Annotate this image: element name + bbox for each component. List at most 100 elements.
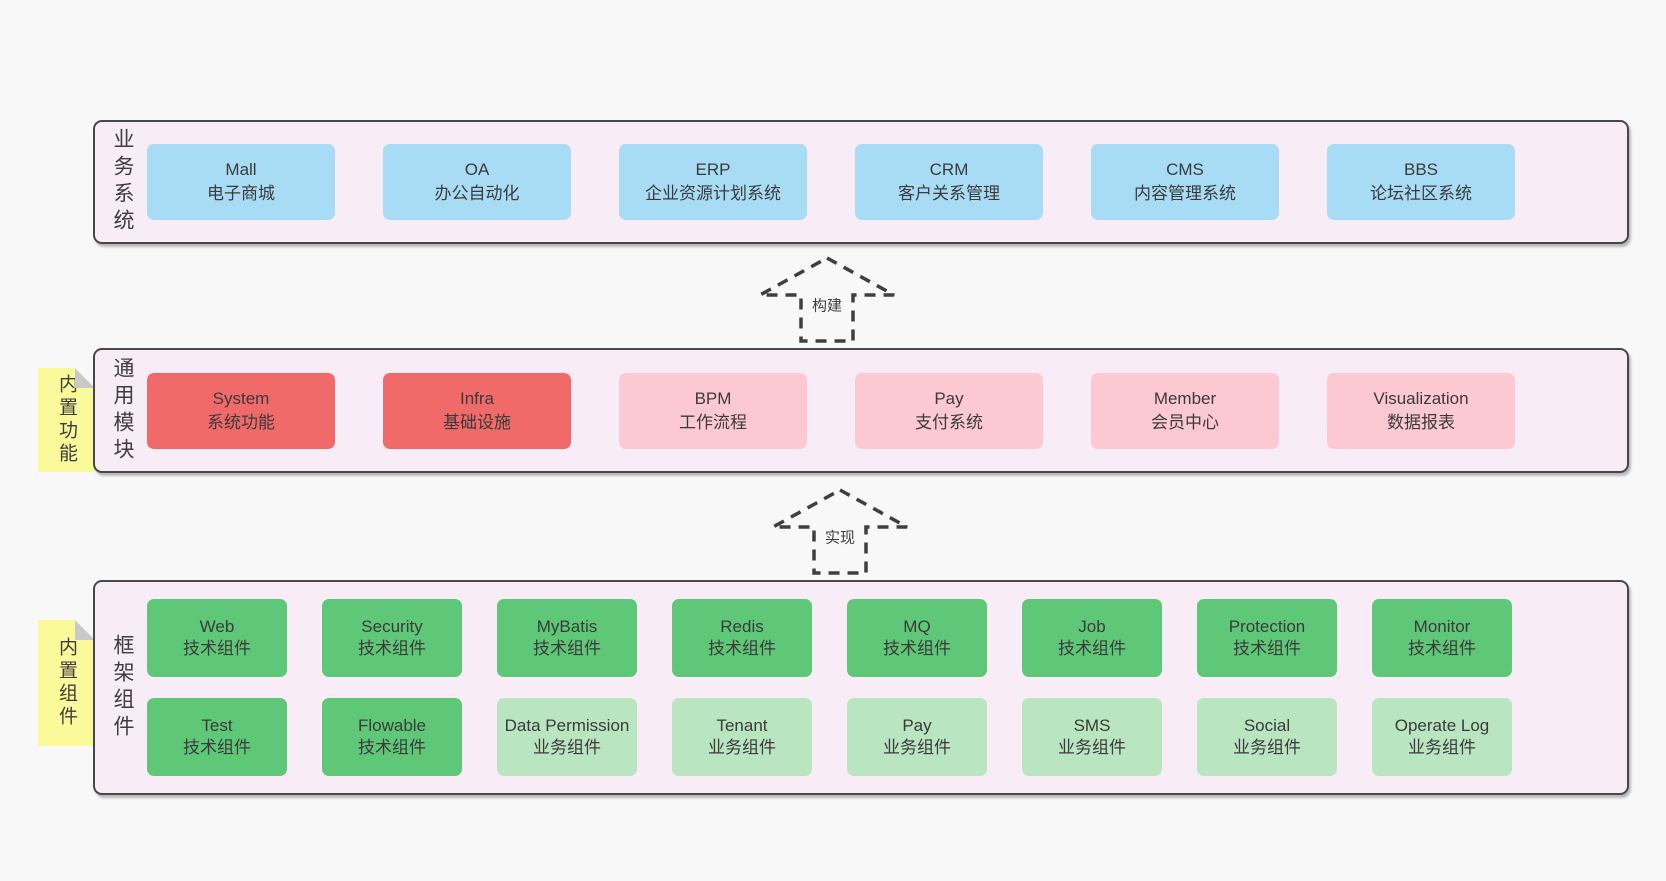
box-mall: Mall 电子商城: [147, 144, 335, 220]
box-member: Member 会员中心: [1091, 372, 1279, 449]
box-name: MQ: [903, 617, 931, 636]
box-name: System: [212, 388, 270, 408]
box-name: Protection: [1228, 617, 1306, 636]
box-desc: 内容管理系统: [1134, 184, 1236, 203]
box-mybatis: MyBatis 技术组件: [497, 599, 637, 677]
box-name: MyBatis: [536, 617, 598, 636]
box-protection: Protection 技术组件: [1197, 599, 1337, 677]
arrow-label: 实现: [821, 525, 859, 549]
box-desc: 数据报表: [1387, 412, 1455, 432]
box-desc: 工作流程: [679, 412, 747, 432]
box-flowable: Flowable 技术组件: [322, 698, 462, 776]
box-desc: 会员中心: [1151, 412, 1219, 432]
box-name: Flowable: [357, 716, 427, 735]
arrow-build: 构建: [757, 254, 897, 345]
sticky-note-builtin-features: 内置功能: [38, 368, 95, 472]
box-desc: 支付系统: [915, 412, 983, 432]
box-desc: 技术组件: [883, 639, 951, 658]
box-desc: 企业资源计划系统: [645, 184, 781, 203]
box-name: Social: [1243, 716, 1291, 735]
box-name: Mall: [225, 160, 257, 179]
sticky-note-builtin-components: 内置组件: [38, 620, 95, 746]
box-desc: 技术组件: [358, 738, 426, 757]
box-tenant: Tenant 业务组件: [672, 698, 812, 776]
box-desc: 业务组件: [1058, 738, 1126, 757]
box-test: Test 技术组件: [147, 698, 287, 776]
box-name: Pay: [902, 716, 932, 735]
box-pay-component: Pay 业务组件: [847, 698, 987, 776]
box-data-permission: Data Permission 业务组件: [497, 698, 637, 776]
box-name: Monitor: [1413, 617, 1471, 636]
box-name: Test: [201, 716, 233, 735]
box-desc: 技术组件: [1233, 639, 1301, 658]
box-row: System 系统功能 Infra 基础设施 BPM 工作流程 Pay 支付系统…: [147, 350, 1515, 471]
layer-title-text: 通用模块: [111, 356, 134, 465]
layer-title: 通用模块: [105, 350, 139, 471]
box-crm: CRM 客户关系管理: [855, 144, 1043, 220]
layer-business-systems: 业务系统 Mall 电子商城 OA 办公自动化 ERP 企业资源计划系统 CRM…: [93, 120, 1629, 244]
box-desc: 基础设施: [443, 412, 511, 432]
box-name: Infra: [459, 388, 495, 408]
box-sms: SMS 业务组件: [1022, 698, 1162, 776]
box-desc: 技术组件: [183, 639, 251, 658]
box-name: BBS: [1403, 160, 1439, 179]
box-desc: 电子商城: [207, 184, 275, 203]
box-desc: 客户关系管理: [898, 184, 1000, 203]
box-name: ERP: [695, 160, 731, 179]
box-name: Job: [1078, 617, 1106, 636]
box-row: Mall 电子商城 OA 办公自动化 ERP 企业资源计划系统 CRM 客户关系…: [147, 122, 1515, 242]
box-desc: 业务组件: [1408, 738, 1476, 757]
box-desc: 论坛社区系统: [1370, 184, 1472, 203]
box-desc: 技术组件: [1058, 639, 1126, 658]
up-arrow-icon: [772, 488, 908, 575]
box-operate-log: Operate Log 业务组件: [1372, 698, 1512, 776]
box-bpm: BPM 工作流程: [619, 372, 807, 449]
box-name: Web: [199, 617, 235, 636]
box-name: Security: [361, 617, 423, 636]
box-bbs: BBS 论坛社区系统: [1327, 144, 1515, 220]
box-desc: 业务组件: [533, 738, 601, 757]
box-desc: 技术组件: [1408, 639, 1476, 658]
box-mq: MQ 技术组件: [847, 599, 987, 677]
box-name: OA: [464, 160, 490, 179]
layer-title: 业务系统: [105, 122, 139, 242]
box-oa: OA 办公自动化: [383, 144, 571, 220]
box-name: Member: [1153, 388, 1217, 408]
box-social: Social 业务组件: [1197, 698, 1337, 776]
box-desc: 办公自动化: [434, 184, 520, 203]
box-desc: 技术组件: [358, 639, 426, 658]
note-label: 内置组件: [56, 637, 77, 729]
box-name: Visualization: [1373, 388, 1469, 408]
box-system: System 系统功能: [147, 372, 335, 449]
box-name: Tenant: [716, 716, 768, 735]
up-arrow-icon: [759, 256, 895, 343]
box-name: BPM: [694, 388, 732, 408]
box-name: CMS: [1166, 160, 1204, 179]
box-desc: 业务组件: [708, 738, 776, 757]
box-grid: Web 技术组件 Security 技术组件 MyBatis 技术组件 Redi…: [147, 582, 1512, 793]
box-desc: 系统功能: [207, 412, 275, 432]
box-name: Redis: [720, 617, 764, 636]
layer-title-text: 业务系统: [111, 128, 134, 236]
layer-common-modules: 通用模块 System 系统功能 Infra 基础设施 BPM 工作流程 Pay…: [93, 348, 1629, 473]
box-visualization: Visualization 数据报表: [1327, 372, 1515, 449]
note-label: 内置功能: [56, 374, 77, 466]
box-monitor: Monitor 技术组件: [1372, 599, 1512, 677]
box-web: Web 技术组件: [147, 599, 287, 677]
box-job: Job 技术组件: [1022, 599, 1162, 677]
box-cms: CMS 内容管理系统: [1091, 144, 1279, 220]
box-desc: 技术组件: [183, 738, 251, 757]
box-redis: Redis 技术组件: [672, 599, 812, 677]
layer-title-text: 框架组件: [111, 633, 134, 742]
box-security: Security 技术组件: [322, 599, 462, 677]
folded-corner-icon: [75, 620, 95, 640]
box-name: Data Permission: [504, 716, 630, 735]
box-infra: Infra 基础设施: [383, 372, 571, 449]
folded-corner-icon: [75, 368, 95, 388]
box-desc: 业务组件: [1233, 738, 1301, 757]
box-desc: 技术组件: [708, 639, 776, 658]
box-name: Pay: [934, 388, 964, 408]
box-desc: 业务组件: [883, 738, 951, 757]
box-name: Operate Log: [1394, 716, 1490, 735]
